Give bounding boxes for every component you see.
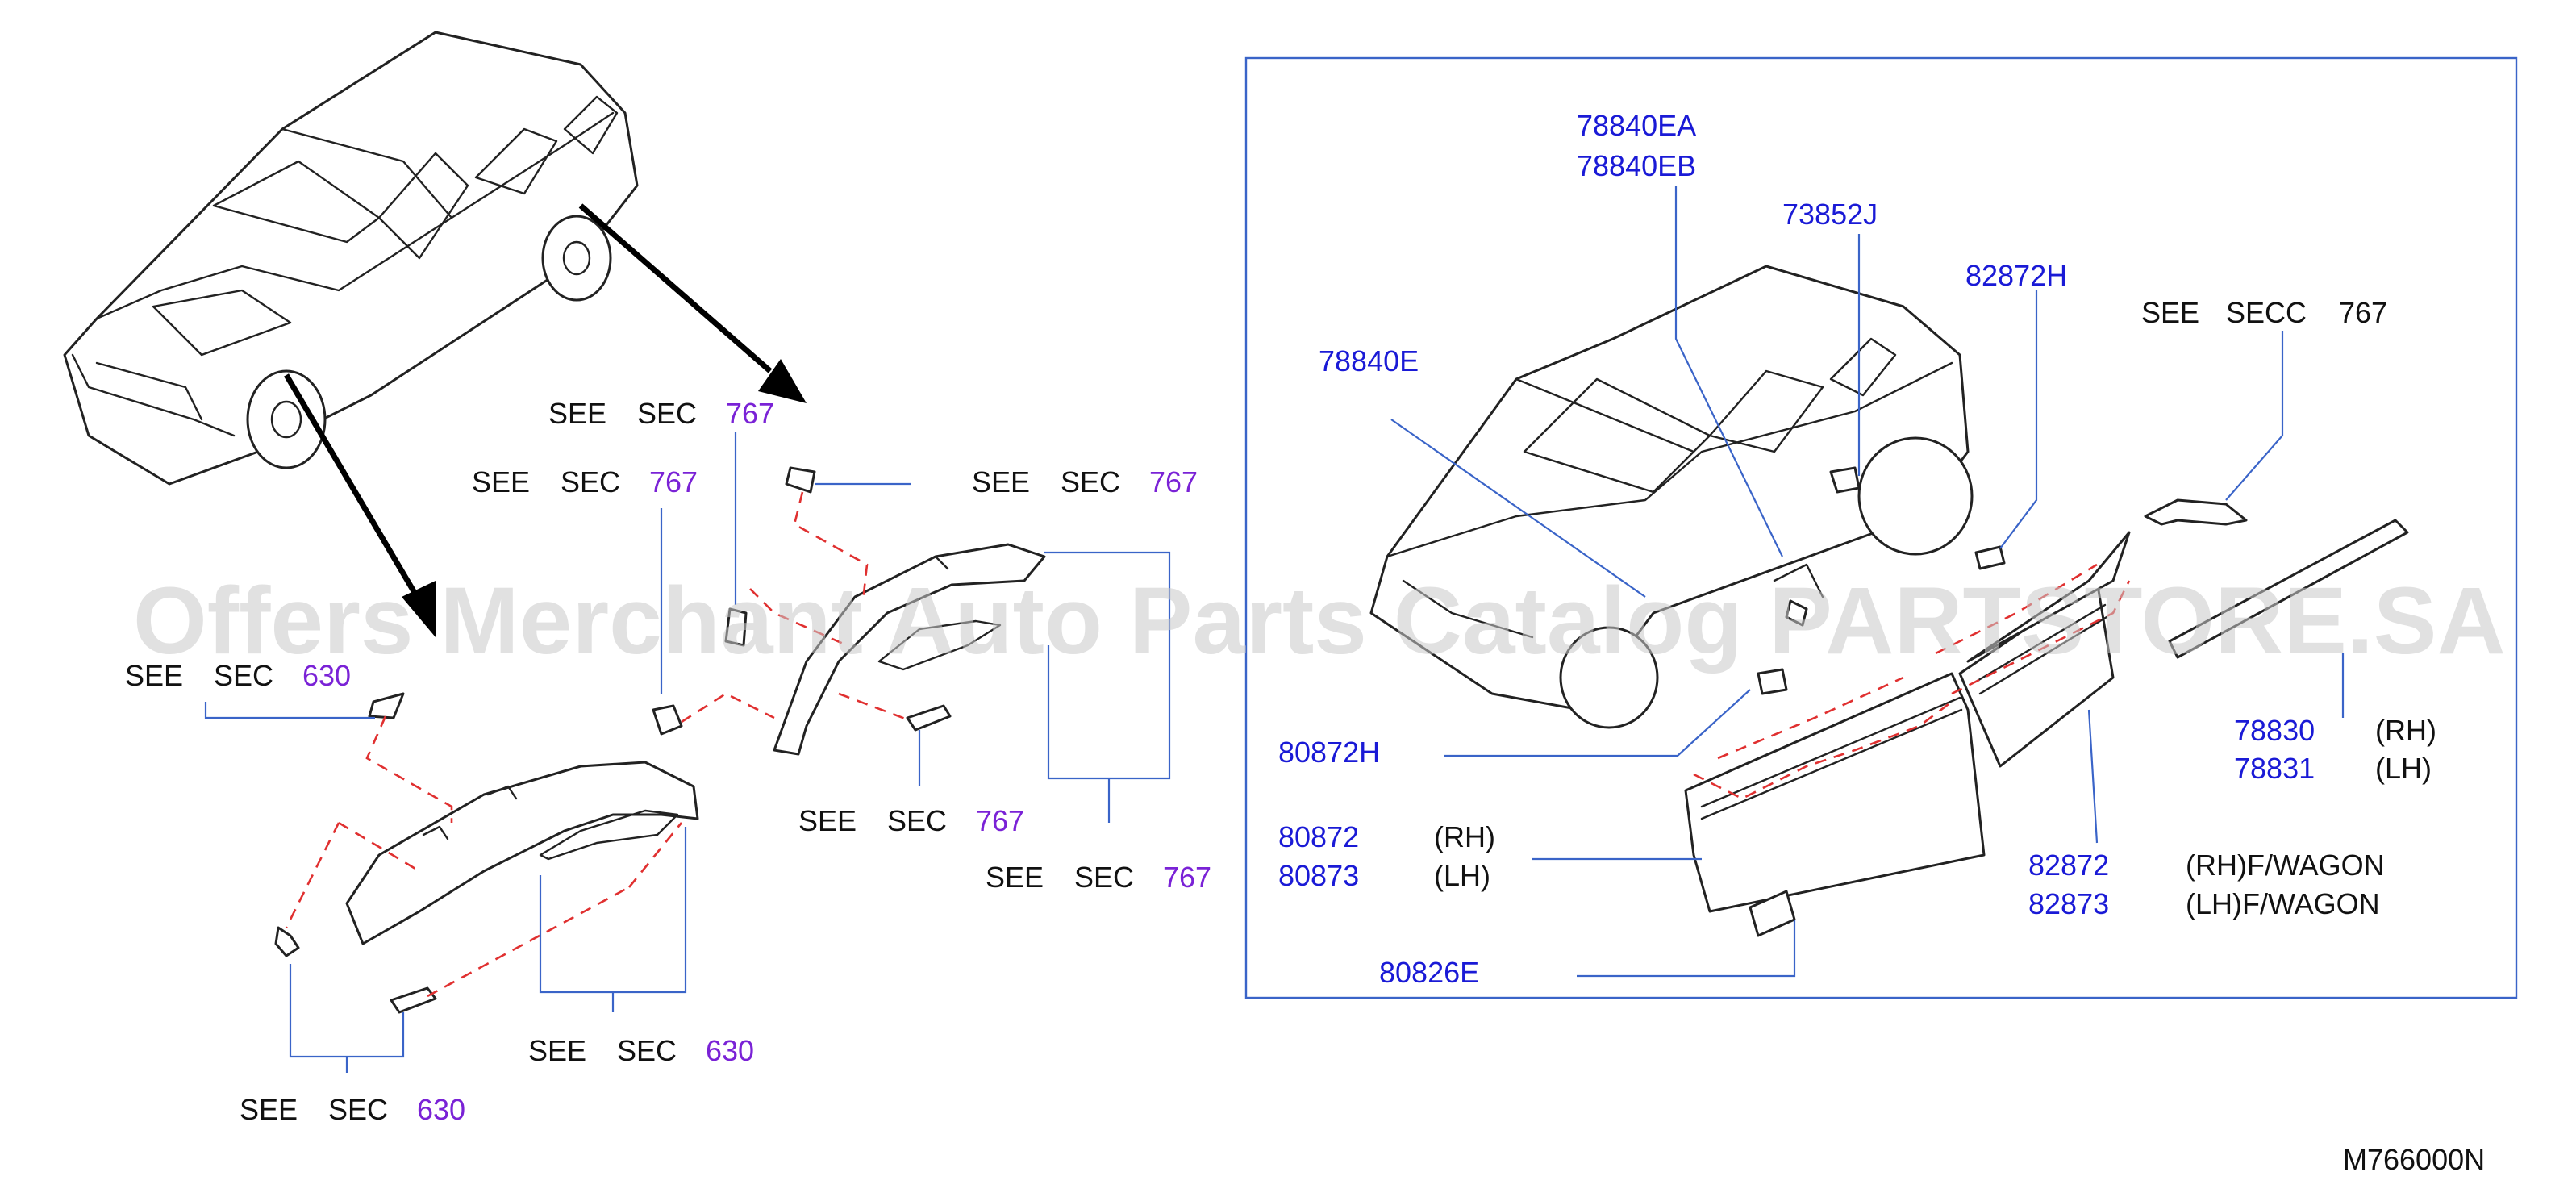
left-leaders [204,432,1171,1073]
label-see-sec-h: SEE SEC 630 [240,1093,465,1126]
part-78830[interactable]: 78830 [2234,714,2315,747]
svg-text:SEE: SEE [986,861,1044,894]
label-see-sec-b: SEE SEC 767 [472,465,698,498]
arrows [283,203,807,637]
svg-text:767: 767 [976,804,1024,837]
box-leaders [1390,186,2345,978]
svg-text:767: 767 [1163,861,1211,894]
label-see-sec-f: SEE SEC 630 [125,659,351,692]
svg-text:767: 767 [2339,296,2387,329]
qualifier-rh-78830: (RH) [2375,714,2436,747]
front-fender-dashes [285,715,683,998]
svg-text:630: 630 [706,1034,754,1067]
svg-text:767: 767 [649,465,698,498]
svg-text:767: 767 [726,397,774,430]
label-see-sec-d: SEE SEC 767 [798,804,1024,837]
svg-text:630: 630 [302,659,351,692]
part-82873[interactable]: 82873 [2028,887,2109,920]
svg-text:SEC: SEC [1061,465,1120,498]
part-78831[interactable]: 78831 [2234,752,2315,785]
svg-text:SEC: SEC [214,659,273,692]
svg-text:SECC: SECC [2226,296,2307,329]
qualifier-rh-80872: (RH) [1434,820,1495,853]
qualifier-rh-fwagon: (RH)F/WAGON [2186,849,2385,882]
detail-dashes [1693,563,2131,800]
detail-vehicle [1369,265,1974,729]
rear-fender-dashes [681,491,908,724]
label-see-sec-a: SEE SEC 767 [548,397,774,430]
label-see-sec-c: SEE SEC 767 [972,465,1198,498]
qualifier-lh-78831: (LH) [2375,752,2432,785]
front-fender-flare [274,692,699,1014]
label-see-secc-i: SEE SECC 767 [2141,296,2387,329]
part-80872H[interactable]: 80872H [1278,736,1380,769]
svg-text:SEC: SEC [887,804,947,837]
svg-text:SEE: SEE [548,397,606,430]
part-82872[interactable]: 82872 [2028,849,2109,882]
diagram-code: M766000N [2343,1143,2485,1176]
part-80872[interactable]: 80872 [1278,820,1359,853]
vehicle-overview [63,31,639,486]
part-80873[interactable]: 80873 [1278,859,1359,892]
part-82872H[interactable]: 82872H [1965,259,2067,292]
part-80826E[interactable]: 80826E [1379,956,1479,989]
svg-text:SEE: SEE [528,1034,586,1067]
part-78840EB[interactable]: 78840EB [1577,149,1696,182]
svg-text:SEC: SEC [328,1093,388,1126]
svg-text:630: 630 [417,1093,465,1126]
detail-box [1244,56,2518,999]
svg-text:SEC: SEC [1074,861,1134,894]
qualifier-lh-80873: (LH) [1434,859,1490,892]
detail-parts [1684,498,2409,937]
svg-text:SEE: SEE [240,1093,298,1126]
watermark: Offers Merchant Auto Parts Catalog PARTS… [133,568,2506,674]
qualifier-lh-fwagon: (LH)F/WAGON [2186,887,2380,920]
svg-text:SEE: SEE [972,465,1030,498]
svg-text:767: 767 [1149,465,1198,498]
svg-text:SEC: SEC [637,397,697,430]
svg-text:SEE: SEE [125,659,183,692]
rear-fender-flare [652,466,1046,756]
svg-text:SEE: SEE [472,465,530,498]
part-73852J[interactable]: 73852J [1782,198,1878,231]
svg-text:SEE: SEE [2141,296,2199,329]
part-78840E[interactable]: 78840E [1319,344,1419,377]
svg-text:SEC: SEC [617,1034,677,1067]
label-see-sec-e: SEE SEC 767 [986,861,1211,894]
svg-text:SEE: SEE [798,804,857,837]
part-78840EA[interactable]: 78840EA [1577,109,1696,142]
label-see-sec-g: SEE SEC 630 [528,1034,754,1067]
svg-text:SEC: SEC [561,465,620,498]
